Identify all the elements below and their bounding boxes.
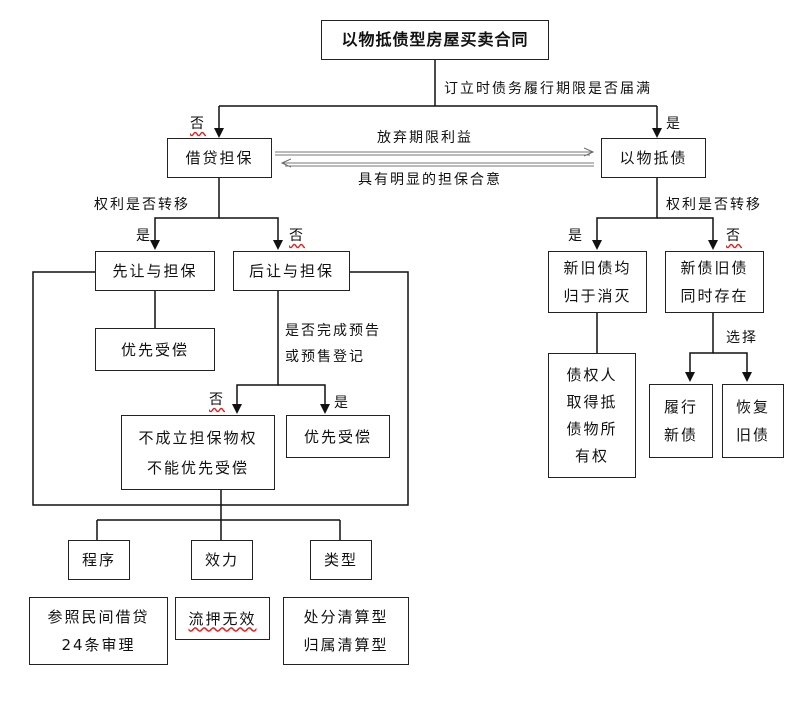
- debts-extinguished-box: 新旧债均 归于消灭: [548, 251, 647, 313]
- debts-coexist-box: 新债旧债 同时存在: [665, 251, 764, 313]
- yes-label-b: 是: [568, 228, 584, 244]
- yes-label-top: 是: [666, 116, 682, 132]
- choose-label: 选择: [726, 330, 758, 346]
- debt-by-goods-box: 以物抵债: [601, 138, 706, 178]
- perform-new-debt-box: 履行 新债: [649, 384, 713, 458]
- no-label-c: 否: [209, 392, 225, 408]
- later-transfer-guarantee-box: 后让与担保: [233, 251, 350, 291]
- transfer-question-right: 权利是否转移: [666, 197, 762, 213]
- priority-box-2: 优先受偿: [286, 415, 390, 458]
- no-label-a: 否: [289, 228, 305, 244]
- no-guarantee-box: 不成立担保物权 不能优先受偿: [121, 415, 275, 490]
- loan-guarantee-box: 借贷担保: [167, 138, 272, 178]
- contract-title: 以物抵债型房屋买卖合同: [341, 30, 529, 49]
- effect-box: 效力: [191, 540, 253, 580]
- first-transfer-guarantee-box: 先让与担保: [95, 251, 215, 291]
- type-box: 类型: [310, 540, 372, 580]
- type-detail-box: 处分清算型 归属清算型: [283, 597, 409, 665]
- waive-term-label: 放弃期限利益: [377, 130, 473, 146]
- no-label-b: 否: [726, 228, 742, 244]
- contract-title-box: 以物抵债型房屋买卖合同: [321, 20, 549, 60]
- no-label-top: 否: [190, 116, 206, 132]
- restore-old-debt-box: 恢复 旧债: [722, 384, 784, 458]
- procedure-detail-box: 参照民间借贷 24条审理: [29, 597, 168, 665]
- transfer-question-left: 权利是否转移: [94, 197, 190, 213]
- creditor-ownership-box: 债权人 取得抵 债物所 有权: [548, 353, 636, 478]
- yes-label-a: 是: [136, 228, 152, 244]
- priority-box-1: 优先受偿: [95, 328, 215, 371]
- procedure-box: 程序: [68, 540, 130, 580]
- term-question-label: 订立时债务履行期限是否届满: [444, 81, 652, 97]
- effect-detail-box: 流押无效: [175, 597, 270, 640]
- registration-question: 是否完成预告 或预售登记: [285, 323, 381, 365]
- guarantee-intent-label: 具有明显的担保合意: [358, 172, 502, 188]
- yes-label-c: 是: [334, 395, 350, 411]
